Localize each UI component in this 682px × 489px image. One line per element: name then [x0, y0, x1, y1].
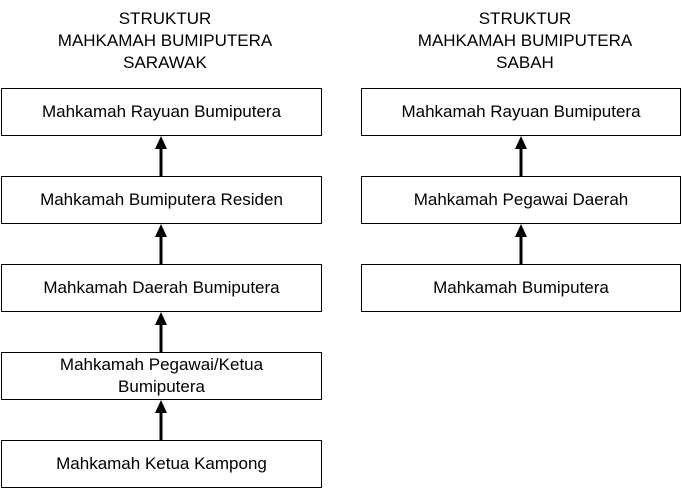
sarawak-title: STRUKTUR MAHKAMAH BUMIPUTERA SARAWAK: [5, 8, 325, 74]
sarawak-title-line-3: SARAWAK: [123, 53, 207, 72]
arrow-icon: [155, 312, 167, 352]
sabah-box-bumiputera: Mahkamah Bumiputera: [361, 264, 681, 312]
sabah-title-line-1: STRUKTUR: [478, 9, 572, 28]
arrow-icon: [155, 400, 167, 440]
sarawak-box-ketua-kampong: Mahkamah Ketua Kampong: [1, 440, 322, 488]
sabah-box-label: Mahkamah Pegawai Daerah: [413, 190, 629, 209]
arrow-icon: [155, 224, 167, 264]
sarawak-box-label: Mahkamah Pegawai/Ketua Bumiputera: [59, 355, 264, 396]
sabah-box-pegawai-daerah: Mahkamah Pegawai Daerah: [361, 176, 681, 224]
sarawak-title-line-2: MAHKAMAH BUMIPUTERA: [57, 31, 273, 50]
sabah-box-label: Mahkamah Rayuan Bumiputera: [401, 102, 641, 121]
sarawak-box-rayuan: Mahkamah Rayuan Bumiputera: [1, 88, 322, 136]
arrow-icon: [515, 136, 527, 176]
sabah-box-rayuan: Mahkamah Rayuan Bumiputera: [361, 88, 681, 136]
sabah-title-line-2: MAHKAMAH BUMIPUTERA: [417, 31, 633, 50]
arrow-icon: [515, 224, 527, 264]
sarawak-box-daerah: Mahkamah Daerah Bumiputera: [1, 264, 322, 312]
sabah-box-label: Mahkamah Bumiputera: [433, 278, 609, 297]
sabah-title-line-3: SABAH: [496, 53, 554, 72]
sarawak-box-label: Mahkamah Rayuan Bumiputera: [41, 102, 282, 121]
sarawak-box-label: Mahkamah Ketua Kampong: [56, 454, 267, 473]
sarawak-box-label: Mahkamah Bumiputera Residen: [40, 190, 283, 209]
sarawak-title-line-1: STRUKTUR: [118, 9, 212, 28]
sabah-title: STRUKTUR MAHKAMAH BUMIPUTERA SABAH: [365, 8, 682, 74]
sarawak-box-pegawai-ketua: Mahkamah Pegawai/Ketua Bumiputera: [1, 352, 322, 400]
sarawak-box-label: Mahkamah Daerah Bumiputera: [43, 278, 280, 297]
sarawak-box-residen: Mahkamah Bumiputera Residen: [1, 176, 322, 224]
arrow-icon: [155, 136, 167, 176]
